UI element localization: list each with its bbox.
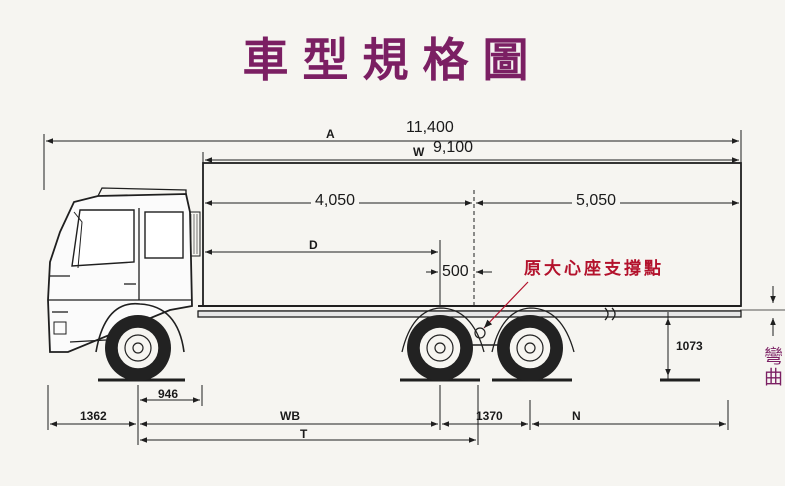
dim-front-segment: 4,050 xyxy=(311,193,360,209)
dim-1370: 1370 xyxy=(476,409,503,423)
bend-note: 彎曲 xyxy=(761,346,783,388)
dim-n-label: N xyxy=(572,409,581,423)
rear-wheel-1 xyxy=(407,315,473,381)
frame-rail xyxy=(197,310,742,318)
dim-w-value: 9,100 xyxy=(433,139,474,156)
page-title: 車型規格圖 xyxy=(242,33,543,87)
dim-1073: 1073 xyxy=(676,339,703,353)
dim-t-label: T xyxy=(300,427,308,441)
rear-wheel-2 xyxy=(497,315,563,381)
dim-1362: 1362 xyxy=(80,409,107,423)
dim-w-label: W xyxy=(413,145,425,159)
dim-wb-label: WB xyxy=(280,409,300,423)
dim-d-label: D xyxy=(309,238,318,252)
dim-a-value: 11,400 xyxy=(406,119,454,136)
dim-a-label: A xyxy=(326,127,335,141)
dim-946: 946 xyxy=(158,387,179,401)
kingpin-leader xyxy=(483,281,529,329)
kingpin-note: 原大心座支撐點 xyxy=(524,259,664,279)
dim-500: 500 xyxy=(442,263,469,280)
front-wheel xyxy=(105,315,171,381)
dim-rear-segment: 5,050 xyxy=(572,193,621,209)
cargo-box xyxy=(202,162,742,307)
